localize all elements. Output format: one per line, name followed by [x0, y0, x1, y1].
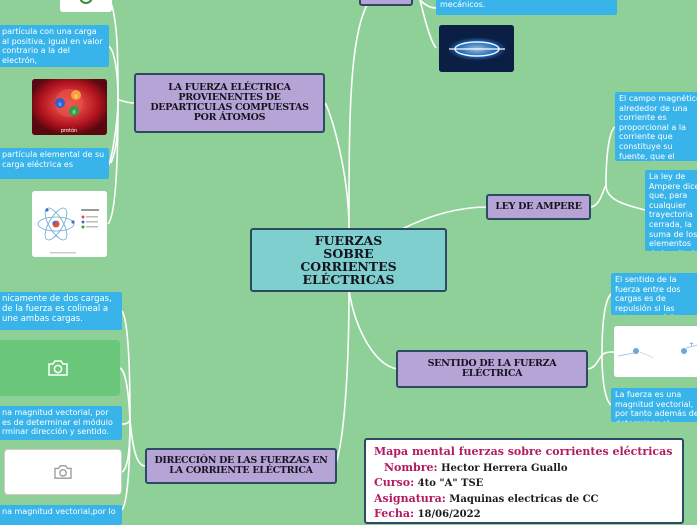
topic-particulas-label: LA FUERZA ELÉCTRICA PROVIENENTES DE DEPA…	[150, 82, 309, 123]
link-central-particulas	[324, 102, 350, 231]
svg-text:u: u	[58, 102, 61, 108]
info-title-row: Mapa mental fuerzas sobre corrientes elé…	[374, 445, 674, 461]
svg-text:u: u	[74, 94, 77, 100]
atom-icon	[79, 0, 93, 4]
info-fecha-label: Fecha:	[374, 507, 415, 520]
leaf-direccion-2-text: na magnitud vectorial, por es de determi…	[2, 408, 113, 437]
leaf-direccion-1[interactable]: nicamente de dos cargas, de la fuerza es…	[0, 292, 122, 330]
top-left-image	[60, 0, 112, 12]
central-topic-label: FUERZAS SOBRE CORRIENTES ELÉCTRICAS	[300, 232, 397, 288]
link-sentido-branch	[586, 354, 603, 370]
leaf-top-center-text: mecánicos.	[440, 0, 486, 9]
leaf-ampere-1[interactable]: El campo magnético alrededor de una corr…	[615, 92, 697, 161]
force-vectors-icon: +	[614, 326, 697, 377]
camera-icon	[48, 360, 68, 376]
link-central-top	[348, 0, 371, 231]
leaf-top-center[interactable]: mecánicos.	[436, 0, 617, 15]
topic-particulas[interactable]: LA FUERZA ELÉCTRICA PROVIENENTES DE DEPA…	[134, 73, 325, 133]
link-top-right	[419, 0, 437, 9]
info-nombre-label: Nombre:	[384, 460, 438, 474]
info-fecha-row: Fecha: 18/06/2022	[374, 507, 674, 523]
topic-ley-ampere-label: LEY DE AMPERE	[495, 201, 582, 213]
leaf-proton-description[interactable]: partícula con una carga al positiva, igu…	[0, 25, 109, 67]
link-sentido-img	[601, 351, 615, 356]
link-particulas-branch	[117, 99, 136, 104]
magnetic-field-icon	[439, 25, 514, 72]
leaf-ampere-2-text: La ley de Ampere dice que, para cualquie…	[649, 172, 697, 251]
link-ampere-1	[605, 126, 616, 186]
link-direccion-branch	[129, 419, 146, 467]
atom-image	[32, 191, 107, 257]
link-branch-proton-text	[107, 45, 119, 101]
link-direccion-1	[121, 310, 131, 421]
info-asignatura-row: Asignatura: Maquinas electricas de CC	[374, 492, 674, 508]
magnetic-field-image	[439, 25, 514, 72]
link-top-right-img	[419, 0, 437, 49]
link-direccion-photo	[119, 367, 131, 421]
proton-image: u u d protón	[32, 79, 107, 135]
link-central-direccion	[334, 289, 350, 467]
leaf-direccion-3[interactable]: na magnitud vectorial,por lo	[0, 505, 122, 525]
photo-placeholder-1[interactable]	[0, 340, 120, 396]
proton-image-label: protón	[61, 127, 77, 134]
link-direccion-4	[121, 419, 131, 511]
info-box: Mapa mental fuerzas sobre corrientes elé…	[364, 438, 684, 524]
topic-sentido-fuerza[interactable]: SENTIDO DE LA FUERZA ELÉCTRICA	[396, 350, 588, 388]
photo-placeholder-2[interactable]	[4, 449, 122, 495]
link-sentido-1	[601, 293, 612, 356]
info-nombre-value: Hector Herrera Guallo	[441, 462, 568, 474]
info-nombre-row: Nombre: Hector Herrera Guallo	[374, 461, 674, 477]
link-sentido-2	[601, 354, 612, 406]
info-asignatura-label: Asignatura:	[374, 491, 446, 505]
info-curso-value: 4to "A" TSE	[417, 478, 484, 489]
topic-sentido-fuerza-label: SENTIDO DE LA FUERZA ELÉCTRICA	[427, 358, 557, 379]
link-ampere-2	[605, 184, 646, 211]
leaf-ampere-2[interactable]: La ley de Ampere dice que, para cualquie…	[645, 170, 697, 251]
topic-direccion-fuerzas[interactable]: DIRECCIÓN DE LAS FUERZAS EN LA CORRIENTE…	[145, 448, 337, 484]
svg-text:d: d	[72, 110, 75, 116]
leaf-sentido-2[interactable]: La fuerza es una magnitud vectorial, por…	[611, 388, 697, 422]
leaf-direccion-1-text: nicamente de dos cargas, de la fuerza es…	[2, 294, 112, 325]
leaf-sentido-2-text: La fuerza es una magnitud vectorial, por…	[615, 390, 697, 422]
leaf-sentido-1[interactable]: El sentido de la fuerza entre dos cargas…	[611, 273, 697, 315]
topic-direccion-fuerzas-label: DIRECCIÓN DE LAS FUERZAS EN LA CORRIENTE…	[154, 455, 328, 476]
info-curso-row: Curso: 4to "A" TSE	[374, 476, 674, 492]
link-central-ampere	[399, 206, 488, 231]
sentido-image: +	[614, 326, 697, 377]
link-branch-top	[109, 0, 119, 101]
leaf-proton-description-text: partícula con una carga al positiva, igu…	[2, 27, 103, 65]
svg-text:+: +	[689, 341, 694, 348]
info-asignatura-value: Maquinas electricas de CC	[449, 493, 599, 505]
leaf-direccion-3-text: na magnitud vectorial,por lo	[2, 507, 116, 516]
topic-ley-ampere[interactable]: LEY DE AMPERE	[486, 194, 591, 220]
central-topic[interactable]: FUERZAS SOBRE CORRIENTES ELÉCTRICAS	[250, 228, 447, 292]
link-central-sentido	[348, 289, 398, 370]
proton-icon: u u d protón	[32, 79, 107, 135]
link-ampere-branch	[589, 184, 607, 208]
leaf-direccion-2[interactable]: na magnitud vectorial, por es de determi…	[0, 406, 122, 440]
link-direccion-2	[121, 419, 131, 425]
info-fecha-value: 18/06/2022	[417, 509, 481, 520]
leaf-electron-description-text: partícula elemental de su carga eléctric…	[2, 150, 105, 169]
info-title: Mapa mental fuerzas sobre corrientes elé…	[374, 445, 673, 458]
info-curso-label: Curso:	[374, 476, 415, 489]
topic-top-partial[interactable]	[359, 0, 413, 6]
leaf-ampere-1-text: El campo magnético alrededor de una corr…	[619, 94, 697, 161]
camera-icon	[54, 465, 72, 479]
leaf-electron-description[interactable]: partícula elemental de su carga eléctric…	[0, 148, 109, 179]
atom-model-icon	[32, 191, 107, 257]
link-branch-atomimg	[107, 99, 119, 225]
leaf-sentido-1-text: El sentido de la fuerza entre dos cargas…	[615, 275, 681, 315]
